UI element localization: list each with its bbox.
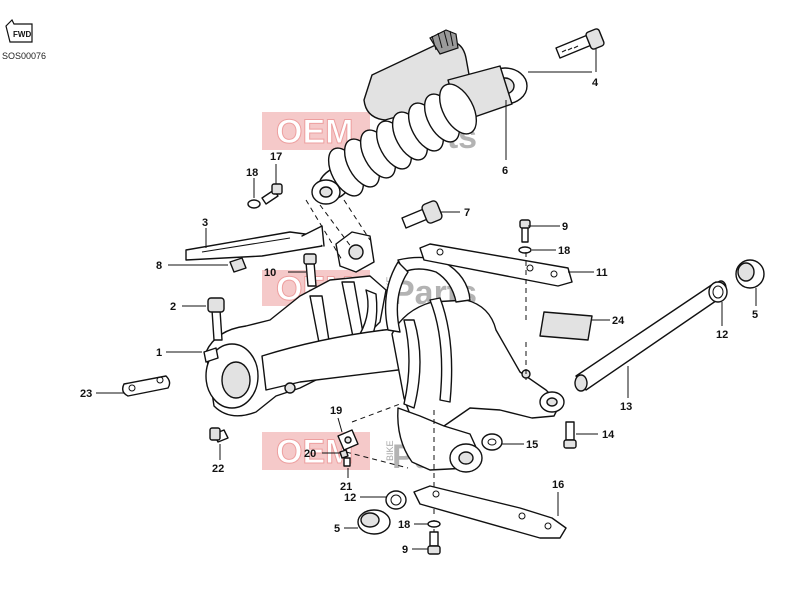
axle-13 — [574, 280, 727, 392]
bolt-shock-upper — [555, 28, 605, 59]
callout-20: 20 — [304, 448, 316, 460]
callout-4: 4 — [592, 77, 599, 89]
washer-18-upper — [518, 246, 532, 254]
washer-15 — [481, 433, 503, 451]
callout-14: 14 — [602, 429, 615, 441]
callout-5-upper: 5 — [752, 309, 758, 321]
plate-23 — [121, 375, 171, 397]
bolt-2 — [207, 297, 225, 341]
callout-9-lower: 9 — [402, 544, 408, 556]
callout-22: 22 — [212, 463, 224, 475]
strap-16 — [413, 485, 567, 539]
callout-labels: 4 6 7 17 18 3 8 10 2 1 23 22 9 18 11 24 … — [80, 77, 758, 556]
shock-absorber — [311, 29, 528, 205]
callout-6: 6 — [502, 165, 508, 177]
callout-3: 3 — [202, 217, 208, 229]
cap-5-upper — [735, 259, 765, 289]
callout-23: 23 — [80, 388, 92, 400]
callout-18-left: 18 — [246, 167, 258, 179]
ring-12-lower — [385, 490, 407, 510]
part-21 — [343, 457, 351, 467]
callout-5-lower: 5 — [334, 523, 340, 535]
direction-badge-text: FWD — [13, 30, 31, 39]
callout-21: 21 — [340, 481, 352, 493]
fwd-arrow-icon: FWD — [5, 18, 33, 43]
swingarm — [205, 256, 565, 473]
watermark-vertical-text: BIKE — [385, 440, 395, 461]
washer-18-lower — [427, 520, 441, 528]
clip-19 — [337, 429, 359, 451]
cap-5-lower — [357, 509, 391, 535]
bolt-1 — [203, 347, 219, 363]
callout-10: 10 — [264, 267, 276, 279]
callout-24: 24 — [612, 315, 625, 327]
callout-18-upper: 18 — [558, 245, 570, 257]
bolt-10 — [305, 261, 317, 287]
callout-19: 19 — [330, 405, 342, 417]
bolt-9-lower — [427, 531, 441, 555]
callout-12-lower: 12 — [344, 492, 356, 504]
callout-1: 1 — [156, 347, 162, 359]
shock-spring — [318, 83, 478, 200]
leader-lines — [96, 48, 757, 550]
callout-17: 17 — [270, 151, 282, 163]
bracket-3 — [185, 231, 323, 261]
callout-8: 8 — [156, 260, 162, 272]
callout-16: 16 — [552, 479, 564, 491]
callout-11: 11 — [596, 267, 608, 279]
callout-2: 2 — [170, 301, 176, 313]
part-20 — [339, 449, 349, 459]
callout-13: 13 — [620, 401, 632, 413]
ring-12-upper — [708, 281, 728, 303]
bolt-14 — [563, 421, 577, 449]
pad-24 — [539, 311, 593, 341]
diagram-header: FWD SOS00076 — [2, 18, 46, 61]
strap-11 — [419, 243, 573, 287]
watermark-left-text: OEM — [276, 113, 353, 151]
callout-12-upper: 12 — [716, 329, 728, 341]
bolt-shock-lower — [401, 200, 443, 229]
washer-18 — [247, 199, 261, 209]
diagram-code: SOS00076 — [2, 51, 47, 61]
nut-8 — [229, 257, 247, 273]
callout-7: 7 — [464, 207, 470, 219]
callout-18-lower: 18 — [398, 519, 410, 531]
bolt-22 — [209, 427, 229, 443]
bolt-17 — [247, 183, 283, 209]
bolt-9-upper — [518, 219, 532, 254]
callout-9-upper: 9 — [562, 221, 568, 233]
callout-15: 15 — [526, 439, 538, 451]
